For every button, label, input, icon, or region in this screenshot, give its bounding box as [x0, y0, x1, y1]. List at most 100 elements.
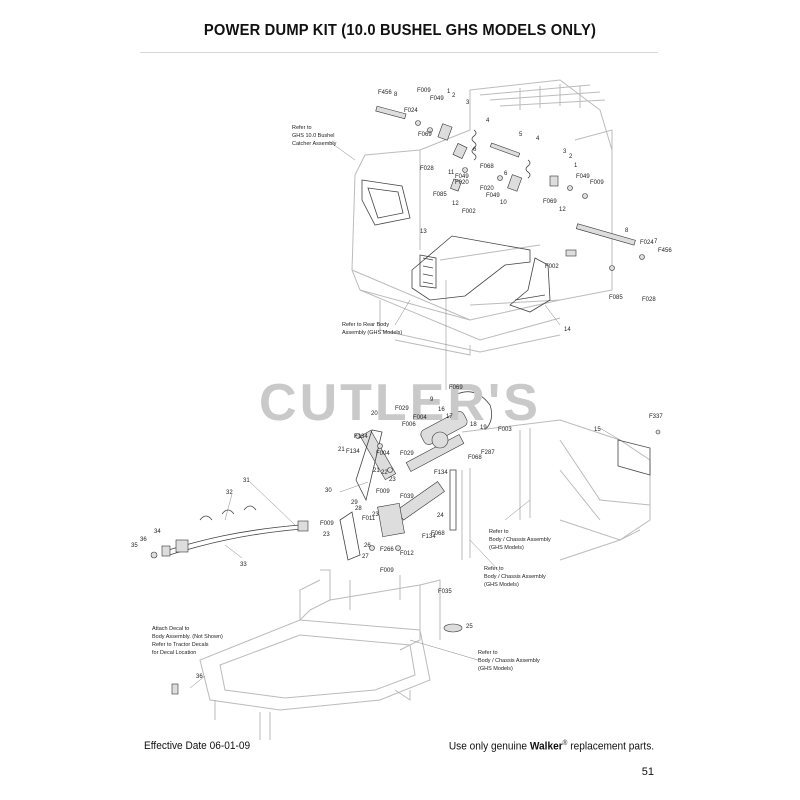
- callout-f011: F011: [362, 516, 376, 522]
- callout-f069: F069: [449, 385, 463, 391]
- page-title: POWER DUMP KIT (10.0 BUSHEL GHS MODELS O…: [203, 22, 597, 39]
- callout-11: 11: [448, 170, 455, 176]
- callout-29: 29: [351, 500, 358, 506]
- callout-5: 5: [519, 132, 523, 138]
- note-decal-line2: Body Assembly. (Not Shown): [152, 634, 223, 640]
- callout-f068: F068: [431, 531, 445, 537]
- callout-14: 14: [564, 327, 571, 333]
- callout-f049: F049: [430, 96, 444, 102]
- note-chassis-a-line1: Refer to: [489, 529, 509, 535]
- callout-6: 6: [504, 171, 508, 177]
- callout-9: 9: [430, 397, 434, 403]
- callout-25: 25: [466, 624, 473, 630]
- footer-registered-mark: ®: [562, 740, 568, 747]
- callout-2: 2: [452, 93, 456, 99]
- callout-f085: F085: [433, 192, 447, 198]
- callout-21: 21: [373, 468, 380, 474]
- callout-f028: F028: [642, 297, 656, 303]
- callout-23: 23: [323, 532, 330, 538]
- callout-f134: F134: [422, 534, 436, 540]
- note-rearbody-line1: Refer to Rear Body: [342, 322, 389, 328]
- callout-4: 4: [536, 136, 540, 142]
- callout-20: 20: [371, 411, 378, 417]
- callout-27: 27: [362, 554, 369, 560]
- chassis-frame-right: [461, 419, 661, 561]
- callout-36: 36: [140, 537, 147, 543]
- callout-f009: F009: [320, 521, 334, 527]
- callout-f009: F009: [376, 489, 390, 495]
- callout-1: 1: [447, 89, 451, 95]
- note-chassis-b-line1: Refer to: [484, 566, 504, 572]
- callout-32: 32: [226, 490, 233, 496]
- callout-19: 19: [480, 425, 487, 431]
- callout-6: 6: [473, 147, 477, 153]
- callout-2: 2: [569, 154, 573, 160]
- footer-brand: Walker: [529, 740, 563, 753]
- callout-f002: F002: [462, 209, 476, 215]
- callout-15: 15: [594, 427, 601, 433]
- note-chassis-b-line2: Body / Chassis Assembly: [484, 574, 546, 580]
- callout-f134: F134: [346, 449, 360, 455]
- callout-f068: F068: [468, 455, 482, 461]
- callout-12: 12: [559, 207, 566, 213]
- callout-f049: F049: [455, 174, 469, 180]
- callout-34: 34: [154, 529, 161, 535]
- note-decal-line4: for Decal Location: [152, 650, 196, 656]
- callout-f134: F134: [434, 470, 448, 476]
- callout-22: 22: [381, 470, 388, 476]
- callout-30: 30: [325, 488, 332, 494]
- callout-35: 35: [131, 543, 138, 549]
- callout-f039: F039: [400, 494, 414, 500]
- note-chassis-a-line2: Body / Chassis Assembly: [489, 537, 551, 543]
- callout-f266: F266: [380, 547, 394, 553]
- callout-33: 33: [240, 562, 247, 568]
- callout-f287: F287: [481, 450, 495, 456]
- callout-f085: F085: [609, 295, 623, 301]
- callout-36: 36: [196, 674, 203, 680]
- note-rearbody-line2: Assembly (GHS Models): [342, 330, 402, 336]
- callout-23: 23: [372, 512, 379, 518]
- note-decal-line1: Attach Decal to: [152, 626, 189, 632]
- callout-f456: F456: [378, 90, 392, 96]
- catcher-assembly-drawing: [351, 79, 613, 356]
- callout-7: 7: [654, 239, 658, 245]
- callout-f337: F337: [649, 414, 663, 420]
- watermark-text: CUTLER'S: [259, 374, 541, 432]
- callout-f028: F028: [420, 166, 434, 172]
- callout-f004: F004: [376, 451, 390, 457]
- callout-f456: F456: [658, 248, 672, 254]
- callout-26: 26: [364, 543, 371, 549]
- callout-16: 16: [438, 407, 445, 413]
- callout-f049: F049: [486, 193, 500, 199]
- note-catcher-line2: GHS 10.0 Bushel: [292, 133, 335, 139]
- callout-13: 13: [420, 229, 427, 235]
- callout-f069: F069: [543, 199, 557, 205]
- callout-f068: F068: [480, 164, 494, 170]
- footer-note: Use only genuine Walker® replacement par…: [449, 740, 654, 753]
- callout-8: 8: [394, 92, 398, 98]
- note-chassis-b-line3: (GHS Models): [484, 582, 519, 588]
- callout-10: 10: [500, 200, 507, 206]
- callout-f006: F006: [402, 422, 416, 428]
- callout-f069: F069: [418, 132, 432, 138]
- actuator-assembly: [339, 391, 493, 561]
- callout-1: 1: [574, 163, 578, 169]
- callout-f029: F029: [395, 406, 409, 412]
- callout-17: 17: [446, 414, 453, 420]
- note-chassis-c-line3: (GHS Models): [478, 666, 513, 672]
- reference-notes: Refer to GHS 10.0 Bushel Catcher Assembl…: [152, 125, 551, 672]
- switch-harness: [150, 505, 309, 559]
- callout-23: 23: [389, 477, 396, 483]
- callout-f049: F049: [576, 174, 590, 180]
- callout-f035: F035: [438, 589, 452, 595]
- callout-f004: F004: [413, 415, 427, 421]
- effective-date: Effective Date 06-01-09: [144, 740, 251, 752]
- callout-f012: F012: [400, 551, 414, 557]
- note-chassis-c-line2: Body / Chassis Assembly: [478, 658, 540, 664]
- lower-chassis-drawing: [171, 569, 463, 740]
- upper-link-parts: [375, 105, 645, 390]
- callout-f002: F002: [545, 264, 559, 270]
- callout-31: 31: [243, 478, 250, 484]
- callout-f024: F024: [404, 108, 418, 114]
